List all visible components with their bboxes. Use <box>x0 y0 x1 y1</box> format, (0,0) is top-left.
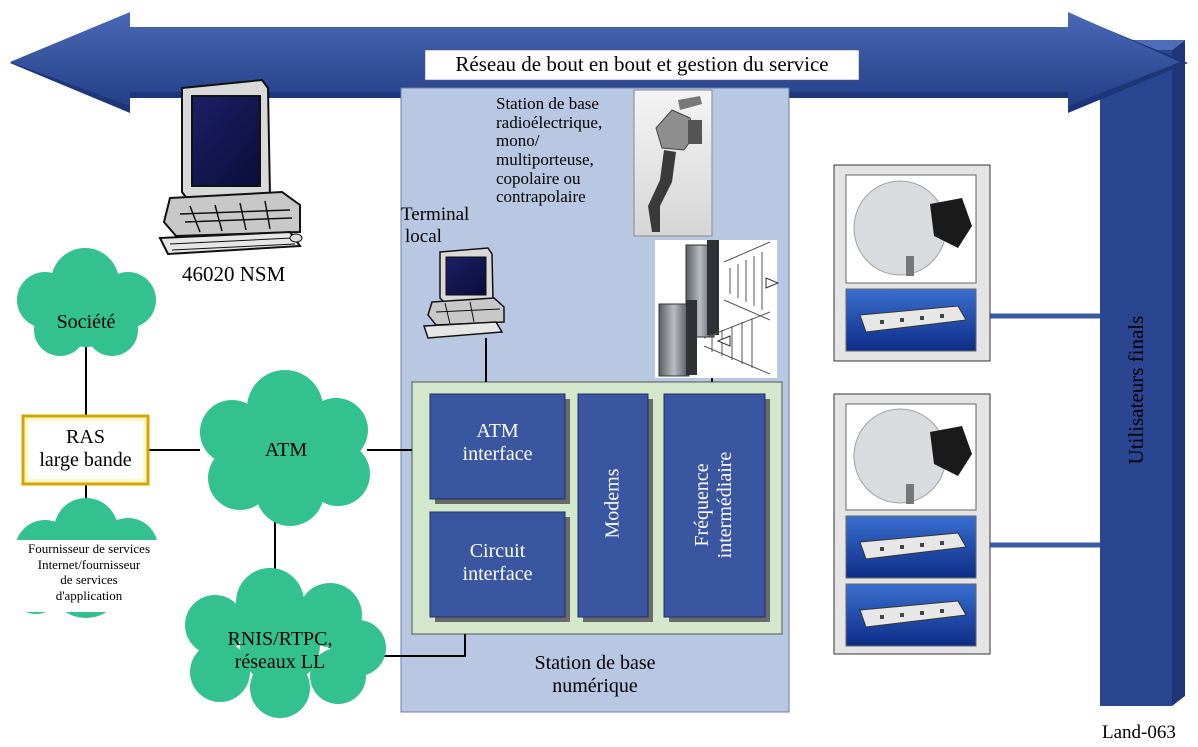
figure-id: Land-063 <box>1102 722 1176 743</box>
end-users-label: Utilisateurs finals <box>1123 315 1148 465</box>
banner-label: Réseau de bout en bout et gestion du ser… <box>455 52 829 76</box>
terminal-caption: Terminal local <box>401 204 470 247</box>
isp-cloud-label: Fournisseur de services Internet/fournis… <box>27 541 151 603</box>
isp-label-box <box>10 540 170 612</box>
digital-station-caption: Station de base numérique <box>534 652 656 697</box>
end-user-site-2 <box>833 393 991 655</box>
cloud-atm <box>200 370 370 526</box>
cloud-societe <box>17 248 156 356</box>
end-user-links <box>990 313 1100 548</box>
atm-cloud-label: ATM <box>264 439 308 461</box>
nsm-computer-icon <box>158 78 303 256</box>
module-blocks <box>429 393 770 622</box>
cloud-rnis <box>185 568 386 718</box>
banner-label-box <box>424 49 860 81</box>
ras-label: RAS large bande <box>39 426 132 471</box>
modems-label: Modems <box>601 468 624 539</box>
societe-cloud-label: Société <box>56 311 116 333</box>
panel-antennas-image <box>655 240 780 378</box>
if-module-label: Fréquence intermédiaire <box>691 451 736 559</box>
atm-interface-label: ATM interface <box>462 420 533 465</box>
rnis-cloud-label: RNIS/RTPC, réseaux LL <box>227 628 333 673</box>
end-users-bar <box>1100 40 1185 706</box>
end-to-end-banner <box>10 12 1188 113</box>
end-user-site-1 <box>833 164 991 362</box>
radio-station-caption: Station de base radioélectrique, mono/ m… <box>496 94 603 207</box>
circuit-interface-label: Circuit interface <box>462 540 533 585</box>
nsm-caption: 46020 NSM <box>182 262 286 286</box>
radio-station-photo <box>633 89 713 237</box>
terminal-computer-icon <box>422 247 505 339</box>
